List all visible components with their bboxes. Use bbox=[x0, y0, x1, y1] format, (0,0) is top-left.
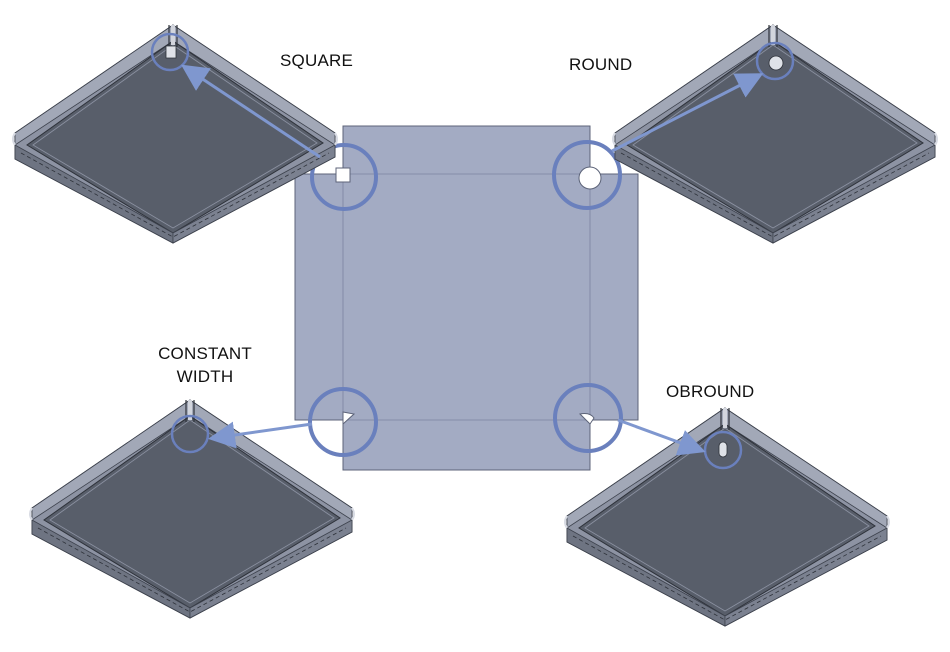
obround-relief-highlight bbox=[553, 383, 623, 453]
box-constant-width-corner-highlight bbox=[170, 414, 210, 454]
obround-leader-arrow bbox=[617, 418, 706, 456]
box-constant-width bbox=[29, 399, 355, 619]
label-constant-width: CONSTANT WIDTH bbox=[150, 342, 260, 388]
label-round: ROUND bbox=[569, 55, 633, 74]
label-obround: OBROUND bbox=[666, 382, 755, 401]
box-round bbox=[612, 24, 938, 244]
flat-pattern bbox=[294, 125, 639, 471]
obround-relief-cut bbox=[578, 413, 595, 425]
round-relief-cut bbox=[578, 166, 602, 190]
label-square: SQUARE bbox=[280, 51, 353, 70]
round-relief-highlight bbox=[552, 140, 622, 210]
round-leader-arrow bbox=[611, 73, 764, 153]
square-relief-highlight bbox=[310, 143, 378, 211]
box-round-corner-highlight bbox=[755, 41, 795, 81]
box-square bbox=[12, 24, 338, 244]
constant-width-relief-cut bbox=[342, 411, 356, 426]
square-leader-arrow bbox=[181, 64, 321, 159]
label-constant-line1: CONSTANT bbox=[158, 344, 252, 363]
square-relief-cut bbox=[335, 167, 351, 183]
constant-width-relief-highlight bbox=[308, 387, 378, 457]
constant-width-leader-arrow bbox=[208, 421, 313, 449]
box-square-corner-highlight bbox=[150, 32, 190, 72]
label-constant-line2: WIDTH bbox=[176, 367, 234, 386]
